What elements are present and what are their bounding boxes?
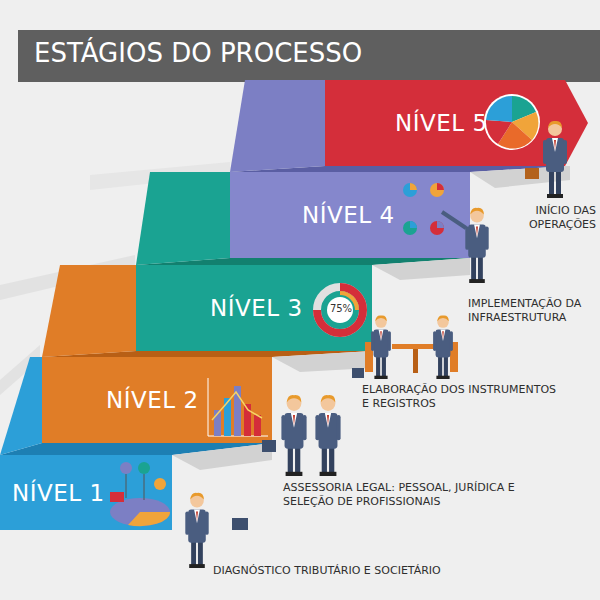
- level-step: NÍVEL 2: [42, 357, 272, 443]
- level-step: NÍVEL 4: [230, 172, 470, 258]
- stage-description: IMPLEMENTAÇÃO DA INFRAESTRUTURA: [468, 297, 596, 325]
- stage-description: ASSESSORIA LEGAL: PESSOAL, JURÍDICA E SE…: [283, 481, 533, 509]
- stage-description: ELABORAÇÃO DOS INSTRUMENTOS E REGISTROS: [362, 383, 562, 411]
- level-label: NÍVEL 2: [106, 387, 199, 413]
- level-label: NÍVEL 5: [395, 110, 488, 136]
- title-text: ESTÁGIOS DO PROCESSO: [34, 38, 362, 68]
- level-label: NÍVEL 1: [12, 480, 105, 506]
- level-step: NÍVEL 5: [325, 80, 580, 166]
- chart-value: 75%: [328, 303, 354, 314]
- level-label: NÍVEL 3: [210, 295, 303, 321]
- stage-description: DIAGNÓSTICO TRIBUTÁRIO E SOCIETÁRIO: [213, 564, 513, 578]
- level-label: NÍVEL 4: [302, 202, 395, 228]
- stage-description: INÍCIO DAS OPERAÇÕES: [488, 204, 596, 232]
- level-step: NÍVEL 1: [0, 455, 172, 530]
